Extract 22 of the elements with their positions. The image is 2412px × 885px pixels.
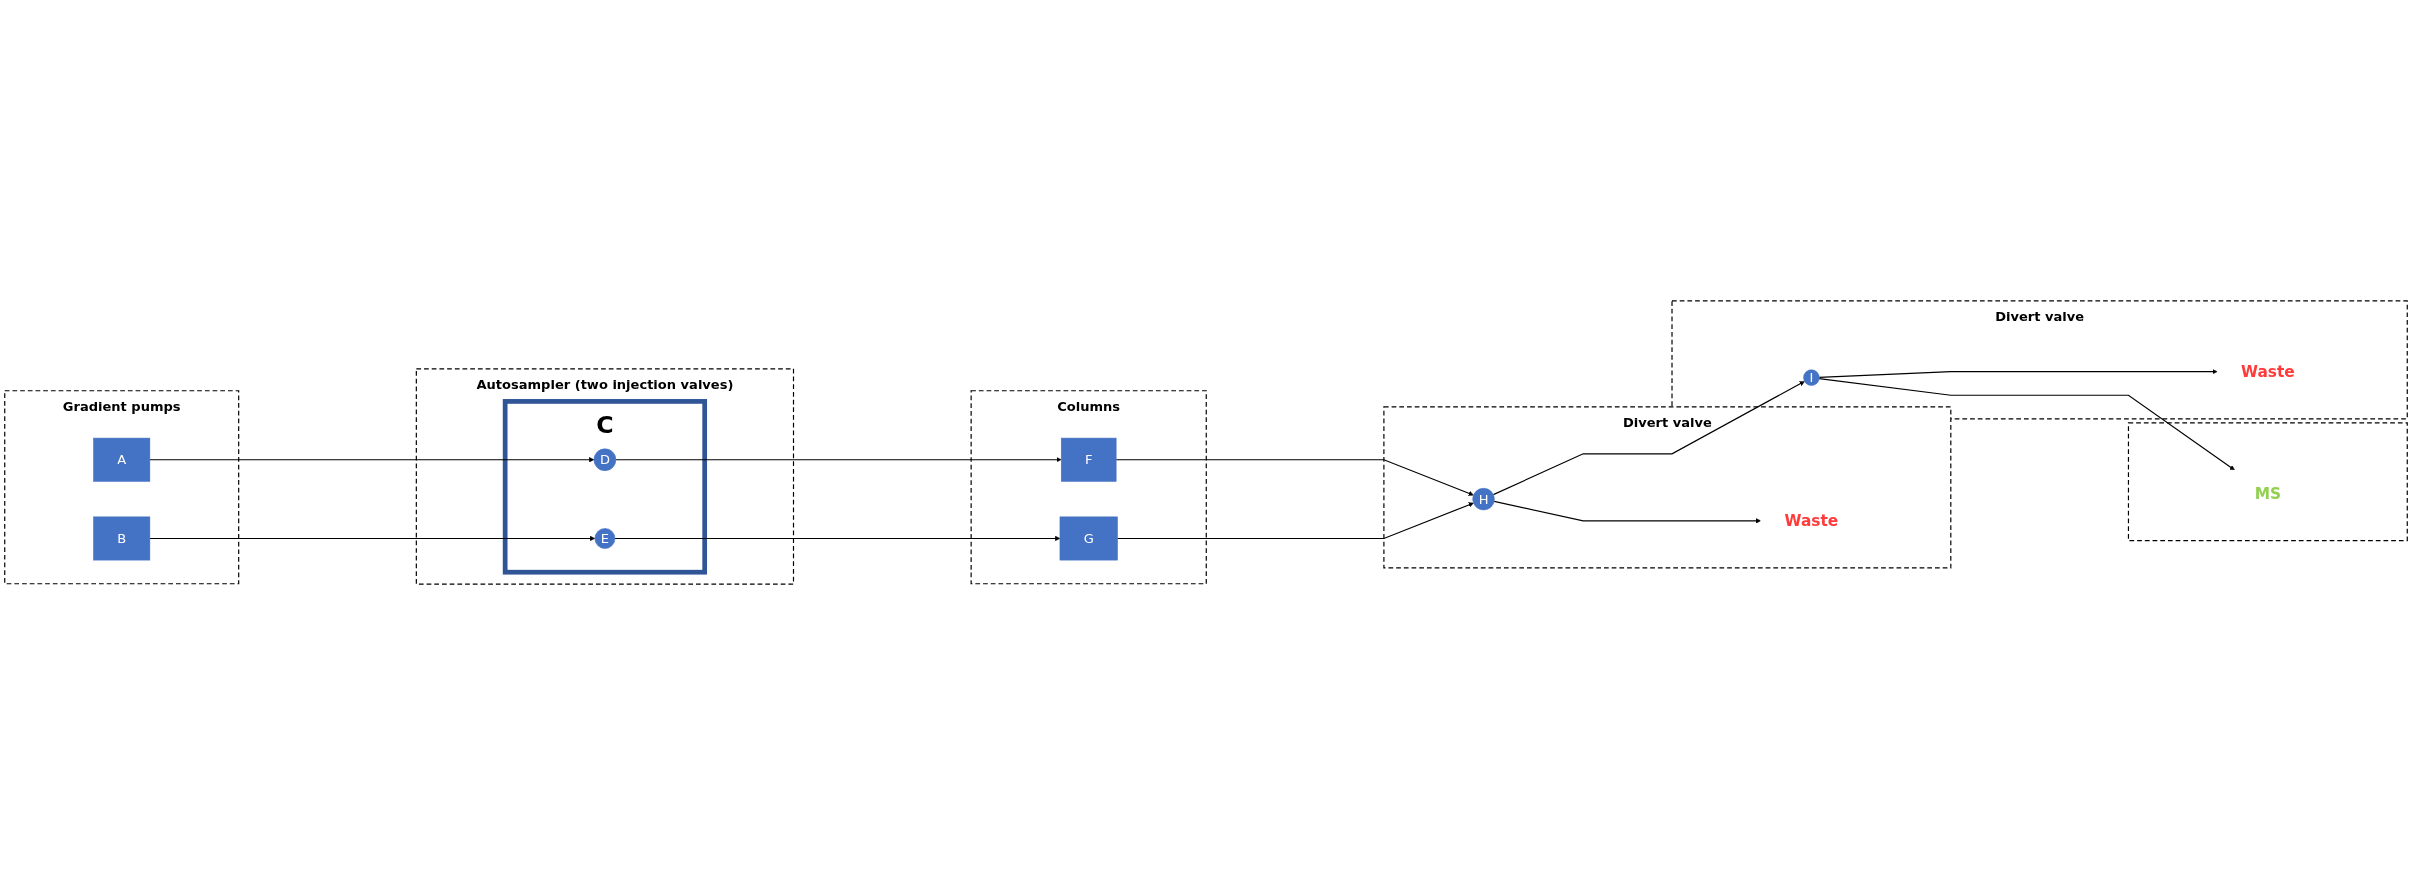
node-text: Waste <box>1784 511 1839 530</box>
arrow <box>615 457 1062 463</box>
node-text: Waste <box>2240 362 2295 381</box>
node-box: G <box>1059 516 1118 561</box>
node-box: A <box>93 437 151 482</box>
arrow <box>1492 381 1805 496</box>
arrow <box>149 535 596 542</box>
node-circle: H <box>1472 488 1495 511</box>
arrow <box>1818 369 2218 378</box>
node-circle: I <box>1803 369 1820 386</box>
arrow <box>1115 459 1474 496</box>
cluster <box>2127 422 2408 542</box>
node-box: B <box>93 516 151 561</box>
arrow <box>1493 500 1762 524</box>
node-text: MS <box>2254 484 2282 503</box>
arrow <box>1116 502 1474 540</box>
node-circle: E <box>594 528 616 549</box>
node-circle: D <box>593 448 617 471</box>
arrow <box>614 535 1061 542</box>
arrow <box>1818 378 2235 471</box>
node-box: F <box>1060 437 1117 482</box>
arrow <box>149 457 595 463</box>
